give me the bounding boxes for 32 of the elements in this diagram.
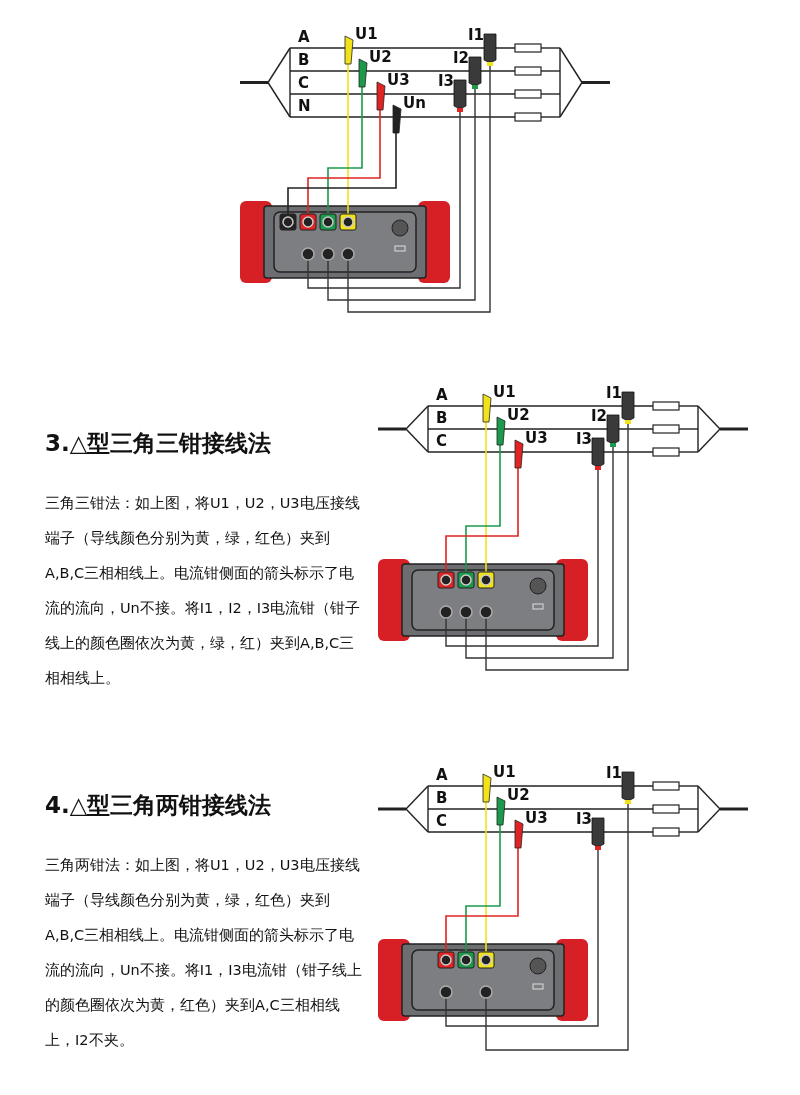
paragraph: 三角三钳法：如上图，将U1，U2，U3电压接线端子（导线颜色分别为黄，绿，红色）夹到A,B,C三相相线上。电流钳侧面的箭头标示了电流的流向，Un不接。将I1，I2，I3电流钳（钳子线上的颜色圈依次为黄，绿，红）夹到A,B,C三相相线上。 bbox=[45, 494, 362, 688]
phase-label: A bbox=[436, 766, 448, 784]
phase-label: A bbox=[298, 28, 310, 46]
probe-label: U3 bbox=[387, 71, 410, 89]
phase-label: C bbox=[298, 74, 309, 92]
heading: 4.△型三角两钳接线法 bbox=[45, 791, 272, 820]
clamp-label: I2 bbox=[453, 49, 470, 67]
phase-label: A bbox=[436, 386, 448, 404]
probe-label: U1 bbox=[493, 383, 516, 401]
phase-label: B bbox=[436, 789, 448, 807]
paragraph: 三角两钳法：如上图，将U1，U2，U3电压接线端子（导线颜色分别为黄，绿，红色）夹到A,B,C三相相线上。电流钳侧面的箭头标示了电流的流向，Un不接。将I1，I3电流钳（钳子线上的颜色圈依次为黄，红色）夹到A,C三相相线上，I2不夹。 bbox=[45, 856, 363, 1050]
phase-label: N bbox=[298, 97, 311, 115]
clamp-label: I2 bbox=[591, 407, 608, 425]
clamp-label: I1 bbox=[606, 764, 623, 782]
phase-label: B bbox=[298, 51, 310, 69]
probe-label: U3 bbox=[525, 429, 548, 447]
clamp-label: I3 bbox=[576, 430, 593, 448]
probe-label: U2 bbox=[369, 48, 392, 66]
clamp-label: I3 bbox=[438, 72, 455, 90]
phase-label: C bbox=[436, 432, 447, 450]
clamp-label: I3 bbox=[576, 810, 593, 828]
probe-label: Un bbox=[403, 94, 426, 112]
clamp-label: I1 bbox=[606, 384, 623, 402]
phase-label: C bbox=[436, 812, 447, 830]
clamp-label: I1 bbox=[468, 26, 485, 44]
probe-label: U1 bbox=[493, 763, 516, 781]
probe-label: U2 bbox=[507, 406, 530, 424]
probe-label: U1 bbox=[355, 25, 378, 43]
heading: 3.△型三角三钳接线法 bbox=[45, 429, 272, 458]
phase-label: B bbox=[436, 409, 448, 427]
probe-label: U3 bbox=[525, 809, 548, 827]
probe-label: U2 bbox=[507, 786, 530, 804]
